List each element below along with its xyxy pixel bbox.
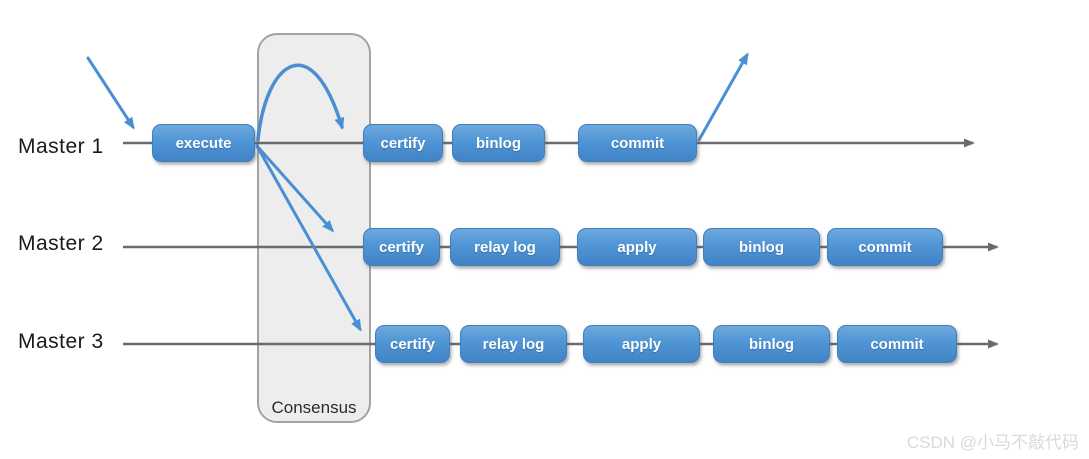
master3-certify-box: certify: [375, 325, 450, 363]
master2-commit-box: commit: [827, 228, 943, 266]
incoming-transaction-arrow: [86, 56, 135, 130]
master1-binlog-box: binlog: [452, 124, 545, 162]
master2-certify-box: certify: [363, 228, 440, 266]
replicate-arrow-master3: [255, 144, 362, 332]
master3-apply-box: apply: [583, 325, 700, 363]
master3-relaylog-box: relay log: [460, 325, 567, 363]
csdn-watermark: CSDN @小马不敲代码: [906, 433, 1079, 452]
master1-label: Master 1: [18, 135, 104, 158]
master2-label: Master 2: [18, 232, 104, 255]
outgoing-response-arrow: [697, 52, 749, 142]
consensus-label: Consensus: [271, 398, 357, 417]
consensus-arc-arrow: [256, 63, 345, 142]
master1-certify-box: certify: [363, 124, 443, 162]
master3-binlog-box: binlog: [713, 325, 830, 363]
master3-label: Master 3: [18, 330, 104, 353]
consensus-band: [257, 33, 371, 423]
master2-relaylog-box: relay log: [450, 228, 560, 266]
master3-commit-box: commit: [837, 325, 957, 363]
master1-execute-box: execute: [152, 124, 255, 162]
replicate-arrow-master2: [255, 144, 334, 233]
master1-commit-box: commit: [578, 124, 697, 162]
master2-binlog-box: binlog: [703, 228, 820, 266]
master2-apply-box: apply: [577, 228, 697, 266]
